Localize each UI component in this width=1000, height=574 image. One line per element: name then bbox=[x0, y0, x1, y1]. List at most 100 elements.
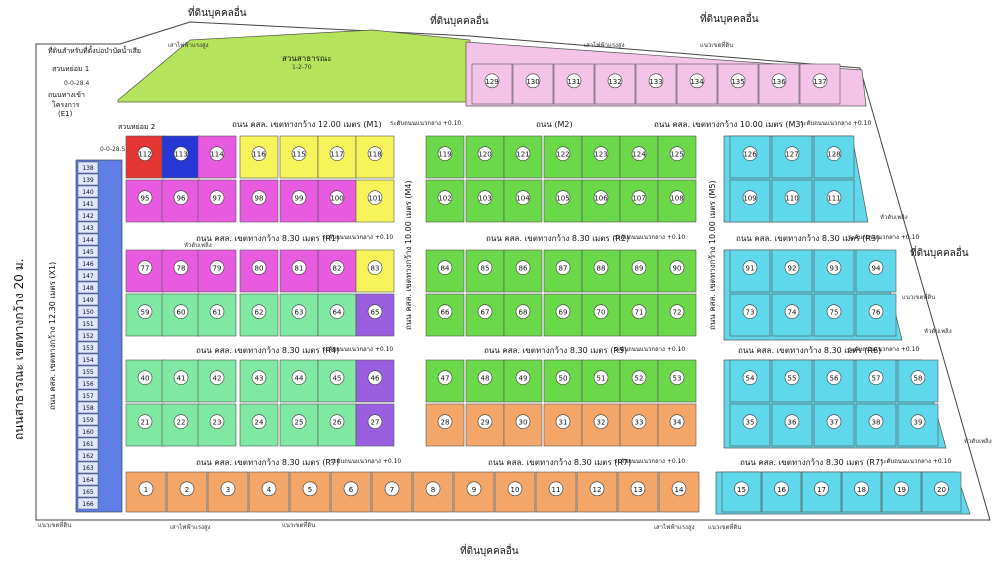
lot-marker-p6 bbox=[730, 73, 746, 89]
lot-number-c1-1: 110 bbox=[785, 195, 798, 203]
entrance-label: ถนนทางเข้า bbox=[48, 91, 85, 99]
strip-lot-150 bbox=[77, 305, 99, 318]
lot-marker-a6-3 bbox=[251, 414, 267, 429]
lot-number-botc3: 18 bbox=[857, 486, 866, 494]
strip-lot-number-151: 151 bbox=[82, 321, 94, 328]
strip-lot-145 bbox=[77, 245, 99, 258]
lot-marker-b5-5 bbox=[631, 414, 647, 429]
lot-a6-3 bbox=[239, 403, 279, 447]
note-pole-3: เสาไฟฟ้าแรงสูง bbox=[170, 524, 211, 531]
lot-marker-a5-3 bbox=[251, 370, 267, 385]
strip-lot-151 bbox=[77, 317, 99, 330]
lot-marker-c5-0 bbox=[742, 414, 758, 429]
strip-lot-155 bbox=[77, 365, 99, 378]
lot-number-a5-2: 42 bbox=[213, 375, 222, 383]
lot-number-p1: 130 bbox=[526, 78, 539, 86]
lot-marker-a4-3 bbox=[251, 304, 267, 319]
strip-lot-140 bbox=[77, 185, 99, 198]
lot-marker-a3-1 bbox=[173, 260, 189, 275]
lot-marker-b0-0 bbox=[437, 146, 453, 161]
lot-marker-a6-2 bbox=[209, 414, 225, 429]
lot-marker-b5-3 bbox=[555, 414, 571, 429]
lot-c1-2 bbox=[813, 179, 855, 223]
road-r3-label: ถนน คสล. เขตทางกว้าง 8.30 เมตร (R3) bbox=[736, 234, 880, 243]
lot-marker-a1-1 bbox=[173, 146, 189, 161]
lot-number-b4-3: 50 bbox=[559, 375, 568, 383]
note-boundary-3: แนวเขตที่ดิน bbox=[282, 522, 316, 529]
main-road-label: ถนนสาธารณะ เขตทางกว้าง 20 ม. bbox=[12, 258, 26, 440]
road-m5-label: ถนน คสล. เขตทางกว้าง 10.00 เมตร (M5) bbox=[708, 180, 717, 330]
lot-marker-b5-6 bbox=[669, 414, 685, 429]
entrance-code: (E1) bbox=[58, 110, 73, 118]
strip-lot-148 bbox=[77, 281, 99, 294]
road-r2-label: ถนน คสล. เขตทางกว้าง 8.30 เมตร (R2) bbox=[486, 234, 630, 243]
strip-lot-number-155: 155 bbox=[82, 369, 94, 376]
lot-number-a1-6: 118 bbox=[368, 151, 381, 159]
lot-number-a4-6: 65 bbox=[371, 309, 380, 317]
lot-marker-c2-0 bbox=[742, 260, 758, 275]
lot-marker-b2-3 bbox=[555, 260, 571, 275]
lot-marker-c4-0 bbox=[742, 370, 758, 385]
strip-lot-number-142: 142 bbox=[82, 213, 94, 220]
level-r7: ระดับถนนแนวกลาง +0.10 bbox=[330, 458, 402, 465]
lot-marker-bot9 bbox=[507, 481, 523, 497]
lot-marker-a5-6 bbox=[367, 370, 383, 385]
note-pole-4: เสาไฟฟ้าแรงสูง bbox=[654, 524, 695, 531]
lot-botc1 bbox=[761, 471, 802, 513]
strip-lot-159 bbox=[77, 413, 99, 426]
lot-marker-b5-0 bbox=[437, 414, 453, 429]
lot-marker-a3-6 bbox=[367, 260, 383, 275]
entrance-label-2: โครงการ bbox=[52, 101, 80, 109]
strip-lot-number-148: 148 bbox=[82, 285, 94, 292]
pocket-park-2-area: 0-0-28.5 bbox=[100, 146, 126, 153]
lot-number-a4-3: 62 bbox=[255, 309, 264, 317]
lot-marker-a2-5 bbox=[329, 190, 345, 205]
lot-number-c0-2: 128 bbox=[827, 151, 840, 159]
lot-marker-c5-4 bbox=[910, 414, 926, 429]
lot-number-a1-3: 116 bbox=[252, 151, 266, 159]
lot-number-a1-4: 115 bbox=[292, 151, 305, 159]
lot-number-b4-2: 49 bbox=[519, 375, 528, 383]
lot-number-b2-4: 88 bbox=[597, 265, 606, 273]
lot-number-b0-5: 124 bbox=[632, 151, 646, 159]
lot-number-a6-6: 27 bbox=[371, 419, 380, 427]
lot-number-bot1: 2 bbox=[185, 486, 189, 494]
road-r7-label-mid: ถนน คสล. เขตทางกว้าง 8.30 เมตร (R7) bbox=[488, 458, 632, 467]
lot-number-b4-6: 53 bbox=[673, 375, 682, 383]
lot-number-bot5: 6 bbox=[349, 486, 354, 494]
note-boundary-5: แนวเขตที่ดิน bbox=[38, 522, 72, 529]
strip-lot-number-163: 163 bbox=[82, 465, 94, 472]
strip-lot-number-145: 145 bbox=[82, 249, 94, 256]
lot-number-b1-3: 105 bbox=[556, 195, 569, 203]
strip-lot-166 bbox=[77, 497, 99, 510]
lot-number-b4-5: 52 bbox=[635, 375, 644, 383]
lot-number-p2: 131 bbox=[567, 78, 580, 86]
strip-lot-154 bbox=[77, 353, 99, 366]
lot-marker-b1-2 bbox=[515, 190, 531, 205]
lot-marker-b4-6 bbox=[669, 370, 685, 385]
lot-number-b1-1: 103 bbox=[478, 195, 491, 203]
strip-lot-number-162: 162 bbox=[82, 453, 94, 460]
road-r4-label: ถนน คสล. เขตทางกว้าง 8.30 เมตร (R4) bbox=[196, 346, 340, 355]
lot-number-b5-0: 28 bbox=[441, 419, 450, 427]
lot-marker-p1 bbox=[525, 73, 541, 89]
lot-number-bot13: 14 bbox=[675, 486, 684, 494]
road-r7-label-right: ถนน คสล. เขตทางกว้าง 8.30 เมตร (R7) bbox=[740, 458, 884, 467]
lot-marker-b3-2 bbox=[515, 304, 531, 319]
strip-lot-number-147: 147 bbox=[82, 273, 94, 280]
lot-number-b0-4: 123 bbox=[594, 151, 607, 159]
neighbor-bottom: ที่ดินบุคคลอื่น bbox=[460, 546, 519, 557]
lot-marker-bot10 bbox=[548, 481, 564, 497]
strip-lot-161 bbox=[77, 437, 99, 450]
lot-marker-p3 bbox=[607, 73, 623, 89]
lot-marker-p5 bbox=[689, 73, 705, 89]
strip-lot-number-159: 159 bbox=[82, 417, 94, 424]
strip-lot-number-140: 140 bbox=[82, 189, 94, 196]
strip-lot-146 bbox=[77, 257, 99, 270]
lot-number-bot12: 13 bbox=[634, 486, 643, 494]
lot-marker-c2-3 bbox=[868, 260, 884, 275]
lot-number-a4-4: 63 bbox=[295, 309, 304, 317]
neighbor-top-mid: ที่ดินบุคคลอื่น bbox=[430, 16, 489, 27]
